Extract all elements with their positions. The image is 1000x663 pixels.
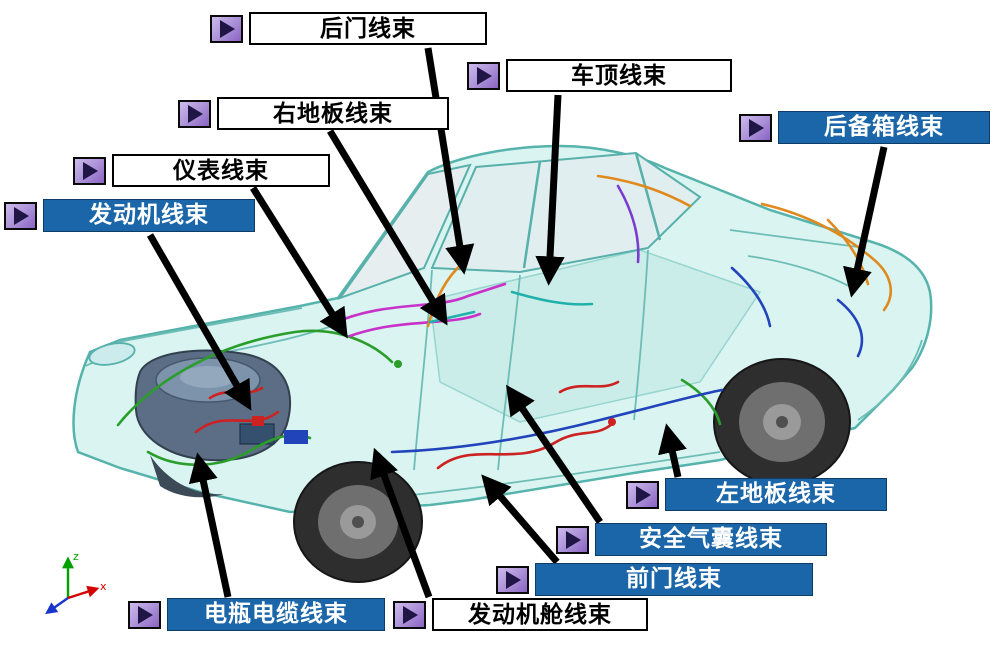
triangle-icon <box>220 19 235 38</box>
harness-marker-icon <box>467 61 500 90</box>
triangle-icon <box>403 605 418 624</box>
harness-marker-icon <box>496 565 529 594</box>
pointer-arrow <box>658 423 687 478</box>
pointer-arrow <box>146 233 252 411</box>
label-airbag-harness: 安全气囊线束 <box>595 523 827 556</box>
triangle-icon <box>477 66 492 85</box>
harness-marker-icon <box>626 480 659 509</box>
pointer-arrow <box>535 94 565 286</box>
harness-marker-icon <box>393 600 426 629</box>
label-engine-harness: 发动机线束 <box>43 199 255 232</box>
label-rear-door-harness: 后门线束 <box>249 12 487 45</box>
harness-marker-icon <box>128 600 161 629</box>
triangle-icon <box>188 104 203 123</box>
triangle-icon <box>138 605 153 624</box>
harness-marker-icon <box>4 201 37 230</box>
axis-z-label: z <box>73 550 79 563</box>
callout-roof-harness: 车顶线束 <box>467 59 732 92</box>
axis-x-label: x <box>100 580 107 593</box>
label-trunk-harness: 后备箱线束 <box>778 111 990 144</box>
callout-engine-bay-harness: 发动机舱线束 <box>393 598 648 631</box>
c-pillar <box>634 152 662 241</box>
pointer-arrow <box>481 474 560 565</box>
label-roof-harness: 车顶线束 <box>506 59 732 92</box>
triangle-icon <box>566 530 581 549</box>
triangle-icon <box>749 118 764 137</box>
callout-engine-harness: 发动机线束 <box>4 199 255 232</box>
label-front-door-harness: 前门线束 <box>535 563 813 596</box>
pointer-arrow <box>188 452 232 598</box>
harness-marker-icon <box>178 99 211 128</box>
harness-marker-icon <box>739 113 772 142</box>
coordinate-axes-icon: z x <box>45 550 107 615</box>
label-left-floor-harness: 左地板线束 <box>665 478 887 511</box>
label-right-floor-harness: 右地板线束 <box>217 97 449 130</box>
b-pillar <box>522 160 542 269</box>
rear-wheel <box>713 358 851 486</box>
label-battery-cable-harness: 电瓶电缆线束 <box>167 598 385 631</box>
callout-left-floor-harness: 左地板线束 <box>626 478 887 511</box>
pointer-arrow <box>843 146 888 298</box>
pointer-arrows <box>146 47 888 599</box>
windshield <box>337 163 472 301</box>
callout-trunk-harness: 后备箱线束 <box>739 111 990 144</box>
harness-marker-icon <box>73 156 106 185</box>
callout-right-floor-harness: 右地板线束 <box>178 97 449 130</box>
callout-rear-door-harness: 后门线束 <box>210 12 487 45</box>
callout-airbag-harness: 安全气囊线束 <box>556 523 827 556</box>
car-illustration: z x <box>45 144 933 615</box>
callout-battery-cable-harness: 电瓶电缆线束 <box>128 598 385 631</box>
callout-instrument-harness: 仪表线束 <box>73 154 330 187</box>
label-engine-bay-harness: 发动机舱线束 <box>432 598 648 631</box>
triangle-icon <box>636 485 651 504</box>
pointer-arrow <box>327 129 448 326</box>
harness-marker-icon <box>556 525 589 554</box>
pointer-arrow <box>370 447 433 599</box>
headlight <box>88 342 136 366</box>
callout-front-door-harness: 前门线束 <box>496 563 813 596</box>
triangle-icon <box>14 206 29 225</box>
harness-marker-icon <box>210 14 243 43</box>
triangle-icon <box>506 570 521 589</box>
pointer-arrow <box>506 384 603 524</box>
pointer-arrow <box>250 186 348 339</box>
pointer-arrow <box>424 47 475 275</box>
label-instrument-harness: 仪表线束 <box>112 154 330 187</box>
triangle-icon <box>83 161 98 180</box>
